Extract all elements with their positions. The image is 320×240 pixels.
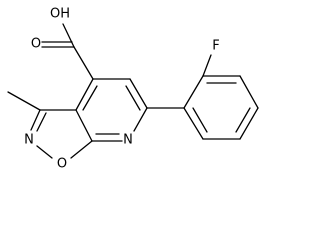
bond-o1-c7a <box>70 140 93 159</box>
bond-ph4-ph5 <box>239 107 259 140</box>
bond-ph6-ph1 <box>183 107 204 140</box>
bond-c3a-c4 <box>75 78 94 111</box>
label-o-carbonyl: O <box>31 37 41 52</box>
bond-c7a-c3a <box>75 109 93 142</box>
label-oh: OH <box>50 7 70 22</box>
structure-drawing: OH O F N N O <box>7 7 259 172</box>
bond-c3-n2-inner <box>36 112 47 132</box>
label-n-isoxazole: N <box>24 133 34 148</box>
bond-c4-carboxyl <box>73 46 94 80</box>
bond-ph6-ph1-inner <box>192 107 208 133</box>
bond-c3a-c4-inner <box>82 85 98 111</box>
bond-c3-methyl <box>7 91 41 111</box>
label-n-pyridine: N <box>123 133 133 148</box>
bond-ph4-ph5-inner <box>235 107 251 133</box>
label-fluorine: F <box>212 39 219 54</box>
label-o-isoxazole: O <box>57 157 67 172</box>
bond-n2-o1 <box>36 145 53 159</box>
bond-c6-n7 <box>133 107 148 132</box>
bond-c-oh <box>62 23 75 48</box>
bond-c5-c6-inner <box>125 85 141 111</box>
bond-c5-c6 <box>129 78 148 109</box>
bond-ph3-ph4 <box>239 75 259 109</box>
bond-ph1-ph2 <box>183 75 204 109</box>
molecule-diagram: OH O F N N O <box>7 7 259 172</box>
bond-c3-n2 <box>30 109 41 131</box>
bond-ph2-f <box>202 54 212 77</box>
